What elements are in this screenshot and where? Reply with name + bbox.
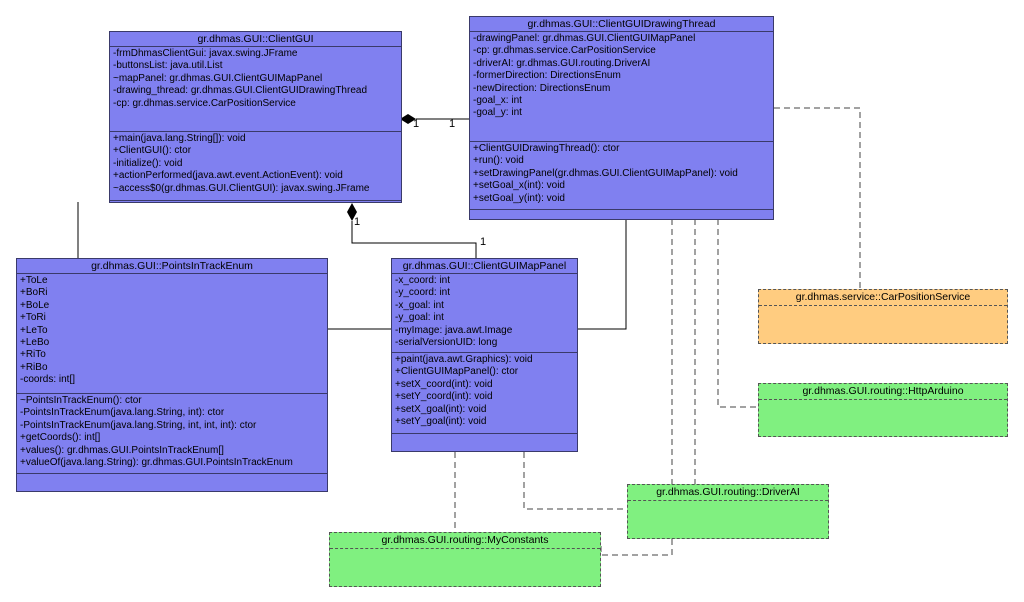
empty-section (17, 474, 327, 492)
attribute: +RiBo (20, 361, 48, 373)
class-title: gr.dhmas.GUI::PointsInTrackEnum (17, 259, 327, 274)
attribute: +RiTo (20, 349, 46, 361)
operation: +ClientGUIDrawingThread(): ctor (473, 143, 620, 154)
dependency-thread-carposition (774, 107, 861, 289)
operation: +getCoords(): int[] (20, 432, 101, 444)
operation: +actionPerformed(java.awt.event.ActionEv… (113, 170, 343, 182)
attributes-section: -drawingPanel: gr.dhmas.GUI.ClientGUIMap… (470, 32, 773, 142)
operation: +ClientGUI(): ctor (113, 145, 192, 157)
multiplicity-label: 1 (413, 118, 420, 130)
class-client-gui[interactable]: gr.dhmas.GUI::ClientGUI -frmDhmasClientG… (109, 31, 402, 203)
attribute: -x_coord: int (395, 275, 451, 286)
operation: ~access$0(gr.dhmas.GUI.ClientGUI): javax… (113, 182, 370, 194)
class-my-constants[interactable]: gr.dhmas.GUI.routing::MyConstants (329, 532, 601, 587)
operation: +ClientGUIMapPanel(): ctor (395, 366, 519, 378)
operations-section: +paint(java.awt.Graphics): void +ClientG… (392, 353, 577, 434)
attribute: -serialVersionUID: long (395, 337, 498, 349)
class-title: gr.dhmas.GUI.routing::HttpArduino (759, 384, 1007, 400)
attribute: -coords: int[] (20, 374, 76, 386)
operation: +setDrawingPanel(gr.dhmas.GUI.ClientGUIM… (473, 167, 738, 179)
attribute: -formerDirection: DirectionsEnum (473, 70, 621, 82)
class-client-gui-map-panel[interactable]: gr.dhmas.GUI::ClientGUIMapPanel -x_coord… (391, 258, 578, 452)
attribute: +LeTo (20, 324, 48, 336)
operation: +run(): void (473, 155, 524, 167)
attribute: +ToLe (20, 275, 48, 286)
attribute: +BoLe (20, 299, 50, 311)
attribute: ~mapPanel: gr.dhmas.GUI.ClientGUIMapPane… (113, 72, 323, 84)
class-title: gr.dhmas.GUI::ClientGUI (110, 32, 401, 47)
operation: +setX_coord(int): void (395, 378, 493, 390)
class-car-position-service[interactable]: gr.dhmas.service::CarPositionService (758, 289, 1008, 344)
attribute: -frmDhmasClientGui: javax.swing.JFrame (113, 48, 298, 59)
dependency-thread-myconstants (600, 219, 673, 556)
multiplicity-label: 1 (449, 118, 456, 130)
attribute: -cp: gr.dhmas.service.CarPositionService (473, 45, 656, 57)
composition-diamond-bottom (347, 203, 357, 221)
operation: +paint(java.awt.Graphics): void (395, 354, 533, 365)
operation: +setGoal_y(int): void (473, 192, 565, 204)
attribute: -cp: gr.dhmas.service.CarPositionService (113, 97, 296, 109)
attribute: +BoRi (20, 287, 48, 299)
attribute: -goal_y: int (473, 107, 522, 119)
attribute: -drawingPanel: gr.dhmas.GUI.ClientGUIMap… (473, 33, 696, 44)
attributes-section: -frmDhmasClientGui: javax.swing.JFrame -… (110, 47, 401, 132)
operation: +setX_goal(int): void (395, 403, 487, 415)
class-title: gr.dhmas.GUI.routing::DriverAI (628, 485, 828, 501)
attribute: -drawing_thread: gr.dhmas.GUI.ClientGUID… (113, 85, 367, 97)
operation: +main(java.lang.String[]): void (113, 133, 246, 144)
attribute: -y_coord: int (395, 287, 451, 299)
dependency-panel-driverai (523, 452, 627, 510)
class-title: gr.dhmas.GUI::ClientGUIDrawingThread (470, 17, 773, 32)
attribute: -myImage: java.awt.Image (395, 324, 513, 336)
class-points-in-track-enum[interactable]: gr.dhmas.GUI::PointsInTrackEnum +ToLe +B… (16, 258, 328, 492)
operation: -PointsInTrackEnum(java.lang.String, int… (20, 407, 225, 419)
operation: ~PointsInTrackEnum(): ctor (20, 395, 142, 406)
operation: +setY_coord(int): void (395, 391, 493, 403)
operation: +values(): gr.dhmas.GUI.PointsInTrackEnu… (20, 444, 224, 456)
class-title: gr.dhmas.GUI.routing::MyConstants (330, 533, 600, 549)
class-http-arduino[interactable]: gr.dhmas.GUI.routing::HttpArduino (758, 383, 1008, 437)
class-driver-ai[interactable]: gr.dhmas.GUI.routing::DriverAI (627, 484, 829, 539)
operations-section: ~PointsInTrackEnum(): ctor -PointsInTrac… (17, 394, 327, 474)
dependency-thread-httparduino (717, 219, 758, 408)
attribute: -newDirection: DirectionsEnum (473, 82, 611, 94)
link-panel-thread (578, 219, 627, 330)
class-title: gr.dhmas.GUI::ClientGUIMapPanel (392, 259, 577, 274)
multiplicity-label: 1 (480, 236, 487, 248)
composition-diamond-right (400, 114, 416, 124)
attribute: -goal_x: int (473, 95, 522, 107)
class-client-gui-drawing-thread[interactable]: gr.dhmas.GUI::ClientGUIDrawingThread -dr… (469, 16, 774, 220)
attributes-section: +ToLe +BoRi +BoLe +ToRi +LeTo +LeBo +RiT… (17, 274, 327, 394)
attribute: -y_goal: int (395, 312, 444, 324)
operation: +setY_goal(int): void (395, 416, 487, 428)
attribute: +LeBo (20, 337, 50, 349)
composition-gui-panel (351, 221, 477, 258)
empty-section (392, 434, 577, 452)
operations-section: +main(java.lang.String[]): void +ClientG… (110, 132, 401, 201)
operation: +valueOf(java.lang.String): gr.dhmas.GUI… (20, 457, 293, 469)
operation: -initialize(): void (113, 157, 183, 169)
operation: +setGoal_x(int): void (473, 180, 565, 192)
attribute: -driverAI: gr.dhmas.GUI.routing.DriverAI (473, 57, 651, 69)
empty-section (470, 210, 773, 220)
class-title: gr.dhmas.service::CarPositionService (759, 290, 1007, 306)
multiplicity-label: 1 (354, 216, 361, 228)
attributes-section: -x_coord: int -y_coord: int -x_goal: int… (392, 274, 577, 353)
attribute: -buttonsList: java.util.List (113, 60, 223, 72)
operations-section: +ClientGUIDrawingThread(): ctor +run(): … (470, 142, 773, 210)
attribute: -x_goal: int (395, 299, 444, 311)
operation: -PointsInTrackEnum(java.lang.String, int… (20, 419, 257, 431)
empty-section (110, 201, 401, 217)
attribute: +ToRi (20, 312, 46, 324)
